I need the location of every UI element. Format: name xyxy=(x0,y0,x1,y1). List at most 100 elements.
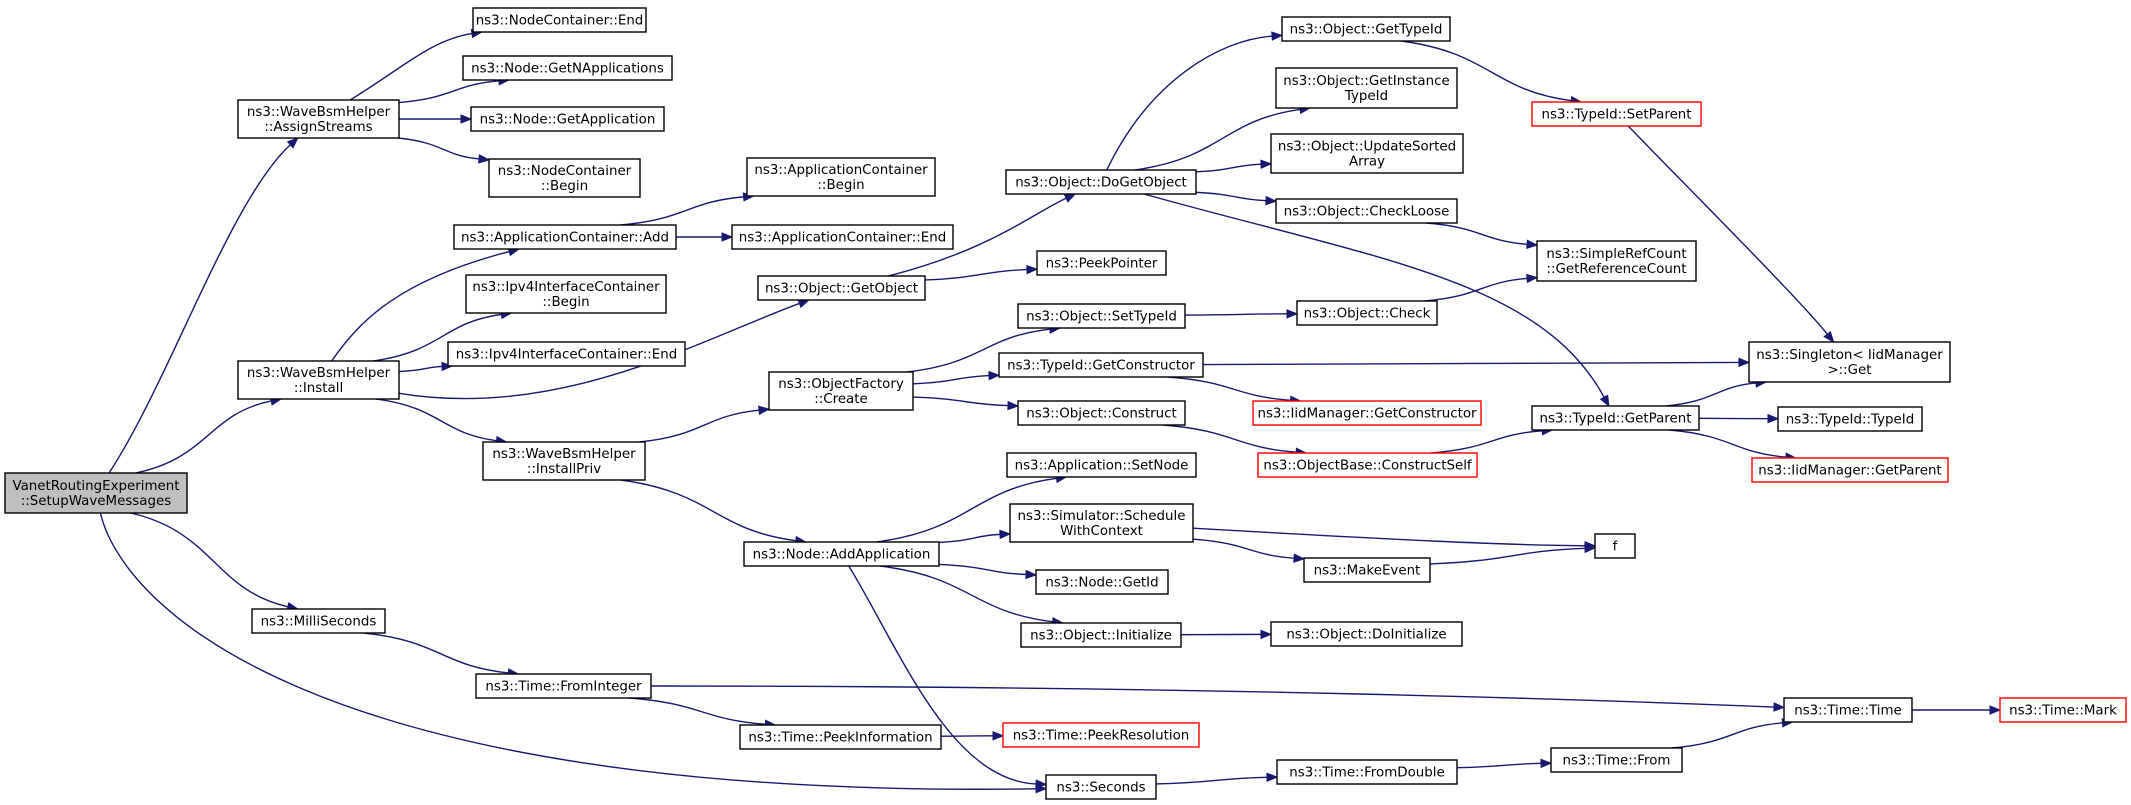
edge-arrowhead xyxy=(1584,543,1597,554)
node-nc_begin[interactable]: ns3::NodeContainer::Begin xyxy=(488,158,641,198)
node-node_getapp[interactable]: ns3::Node::GetApplication xyxy=(470,106,665,132)
node-peekpointer[interactable]: ns3::PeekPointer xyxy=(1036,250,1167,276)
node-milliseconds[interactable]: ns3::MilliSeconds xyxy=(251,608,386,634)
node-label: ns3::ObjectFactory xyxy=(778,377,904,392)
node-time_mark[interactable]: ns3::Time::Mark xyxy=(1999,697,2127,723)
node-obj_settypeid[interactable]: ns3::Object::SetTypeId xyxy=(1017,303,1186,329)
edge-line xyxy=(1669,429,1786,458)
node-box xyxy=(475,673,652,699)
node-time_fromdouble[interactable]: ns3::Time::FromDouble xyxy=(1276,759,1458,785)
node-box xyxy=(1006,452,1197,478)
node-obj_getobject[interactable]: ns3::Object::GetObject xyxy=(757,275,926,301)
node-label: ns3::Time::PeekResolution xyxy=(1013,729,1190,744)
node-assignstreams[interactable]: ns3::WaveBsmHelper::AssignStreams xyxy=(237,99,400,139)
node-node_addapp[interactable]: ns3::Node::AddApplication xyxy=(743,541,940,567)
node-typeid_setparent[interactable]: ns3::TypeId::SetParent xyxy=(1531,101,1702,127)
node-time_peekinfo[interactable]: ns3::Time::PeekInformation xyxy=(739,724,942,750)
node-box xyxy=(1531,101,1702,127)
edge-line xyxy=(1143,193,1605,398)
node-box xyxy=(1036,250,1167,276)
node-root[interactable]: VanetRoutingExperiment::SetupWaveMessage… xyxy=(4,472,188,514)
edge-arrowhead xyxy=(1989,705,2002,715)
edge-obj_checkloose-to-simplerefcount xyxy=(1426,222,1539,249)
node-ac_begin[interactable]: ns3::ApplicationContainer::Begin xyxy=(746,157,936,197)
node-time_peekres[interactable]: ns3::Time::PeekResolution xyxy=(1002,722,1200,748)
edge-arrowhead xyxy=(1823,330,1835,344)
node-label: ns3::WaveBsmHelper xyxy=(247,105,391,120)
node-ac_end[interactable]: ns3::ApplicationContainer::End xyxy=(731,224,954,250)
node-f[interactable]: f xyxy=(1594,533,1636,559)
node-box xyxy=(1270,133,1464,174)
edge-line xyxy=(397,137,480,160)
node-box xyxy=(453,224,677,250)
node-typeid_getparent[interactable]: ns3::TypeId::GetParent xyxy=(1531,405,1700,431)
node-box xyxy=(1257,452,1478,478)
node-install[interactable]: ns3::WaveBsmHelper::Install xyxy=(237,360,400,400)
node-app_setnode[interactable]: ns3::Application::SetNode xyxy=(1006,452,1197,478)
node-typeid_getconstructor[interactable]: ns3::TypeId::GetConstructor xyxy=(998,352,1204,378)
node-simplerefcount[interactable]: ns3::SimpleRefCount::GetReferenceCount xyxy=(1536,240,1697,282)
node-box xyxy=(998,352,1204,378)
edge-line xyxy=(1401,40,1572,102)
node-label: ns3::Object::GetInstance xyxy=(1283,74,1449,89)
node-label: ns3::Object::SetTypeId xyxy=(1026,310,1177,325)
node-iid_getconstructor[interactable]: ns3::IidManager::GetConstructor xyxy=(1252,400,1482,426)
node-singleton_get[interactable]: ns3::Singleton< IidManager >::Get xyxy=(1748,341,1951,383)
node-box xyxy=(1275,198,1458,224)
node-label: ns3::Object::GetObject xyxy=(765,282,918,297)
node-label: ns3::Object::DoInitialize xyxy=(1286,628,1446,643)
node-box xyxy=(470,106,665,132)
node-makeevent[interactable]: ns3::MakeEvent xyxy=(1303,557,1431,583)
node-time_fromint[interactable]: ns3::Time::FromInteger xyxy=(475,673,652,699)
edge-arrowhead xyxy=(460,114,473,124)
node-objfactory_create[interactable]: ns3::ObjectFactory::Create xyxy=(768,371,914,411)
edge-time_fromdouble-to-time_from xyxy=(1456,758,1553,769)
node-ipv4_end[interactable]: ns3::Ipv4InterfaceContainer::End xyxy=(447,341,686,367)
edge-arrowhead xyxy=(286,137,299,149)
node-label: ns3::TypeId::GetConstructor xyxy=(1007,359,1195,374)
node-node_getid[interactable]: ns3::Node::GetId xyxy=(1035,569,1169,595)
node-seconds[interactable]: ns3::Seconds xyxy=(1045,774,1157,800)
node-obj_check[interactable]: ns3::Object::Check xyxy=(1296,300,1438,326)
node-obj_checkloose[interactable]: ns3::Object::CheckLoose xyxy=(1275,198,1458,224)
edge-time_time-to-time_mark xyxy=(1912,705,2002,715)
node-time_time[interactable]: ns3::Time::Time xyxy=(1783,697,1913,723)
node-label: ns3::Time::FromDouble xyxy=(1289,766,1444,781)
node-obj_doinitialize[interactable]: ns3::Object::DoInitialize xyxy=(1270,621,1463,647)
node-box xyxy=(743,541,940,567)
node-label: f xyxy=(1613,540,1618,555)
node-typeid_typeid[interactable]: ns3::TypeId::TypeId xyxy=(1777,406,1923,432)
node-node_getnapps[interactable]: ns3::Node::GetNApplications xyxy=(462,55,673,81)
edge-arrowhead xyxy=(721,232,734,242)
node-label: ns3::ApplicationContainer::End xyxy=(739,231,947,246)
node-nc_end[interactable]: ns3::NodeContainer::End xyxy=(472,7,647,33)
node-installpriv[interactable]: ns3::WaveBsmHelper::InstallPriv xyxy=(482,441,646,481)
node-obj_dogetobject[interactable]: ns3::Object::DoGetObject xyxy=(1005,169,1197,195)
node-ipv4_begin[interactable]: ns3::Ipv4InterfaceContainer::Begin xyxy=(465,274,667,314)
node-label: ns3::Object::Check xyxy=(1304,307,1431,322)
node-obj_construct[interactable]: ns3::Object::Construct xyxy=(1017,400,1186,426)
edge-arrowhead xyxy=(1767,413,1780,424)
edge-line xyxy=(1134,108,1301,171)
edge-line xyxy=(1162,424,1297,453)
node-box xyxy=(488,158,641,198)
node-box xyxy=(757,275,926,301)
node-ac_add[interactable]: ns3::ApplicationContainer::Add xyxy=(453,224,677,250)
edge-line xyxy=(398,365,443,373)
node-iid_getparent[interactable]: ns3::IidManager::GetParent xyxy=(1751,457,1949,483)
node-objbase_constructself[interactable]: ns3::ObjectBase::ConstructSelf xyxy=(1257,452,1478,478)
node-time_from[interactable]: ns3::Time::From xyxy=(1550,747,1683,773)
node-obj_gettypeid[interactable]: ns3::Object::GetTypeId xyxy=(1281,16,1451,42)
node-box xyxy=(1017,303,1186,329)
edge-line xyxy=(628,697,766,725)
edge-line xyxy=(650,685,1775,708)
node-obj_initialize[interactable]: ns3::Object::Initialize xyxy=(1020,622,1182,648)
node-label: ns3::ApplicationContainer xyxy=(754,163,928,178)
edge-install-to-ipv4_end xyxy=(398,361,454,373)
edge-line xyxy=(938,563,1027,576)
node-box xyxy=(472,7,647,33)
